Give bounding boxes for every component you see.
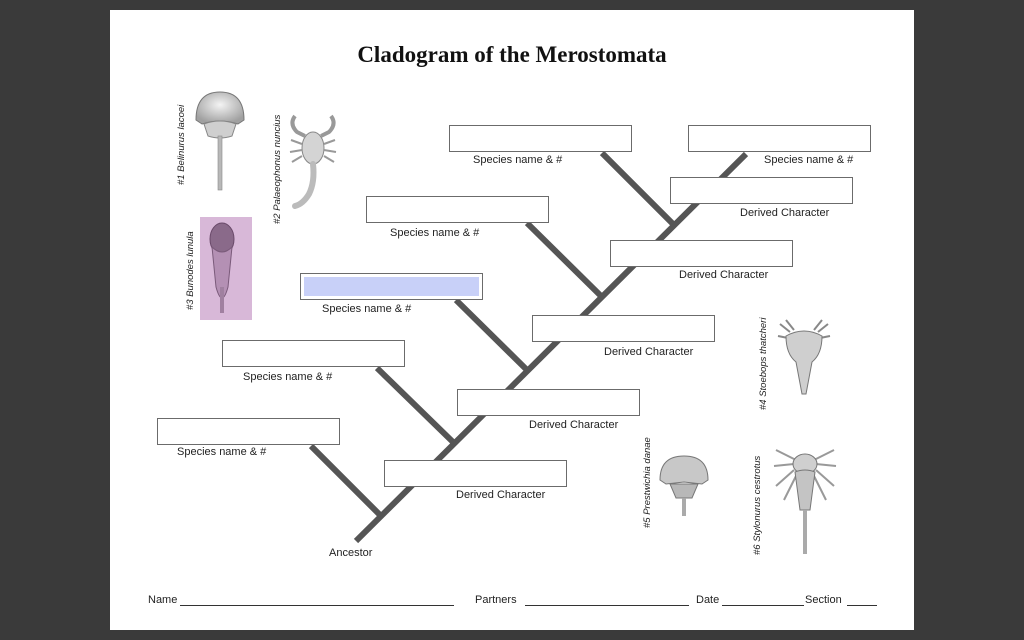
- branch-species-3: [453, 297, 530, 373]
- page-title: Cladogram of the Merostomata: [357, 42, 667, 67]
- ancestor-label: Ancestor: [329, 547, 373, 559]
- name-field[interactable]: [180, 605, 454, 606]
- species-label-2: Species name & #: [243, 371, 333, 383]
- species-input-box-6[interactable]: [688, 125, 871, 152]
- selection-highlight: [304, 277, 479, 296]
- derived-input-box-5[interactable]: [670, 177, 853, 204]
- derived-input-box-3[interactable]: [532, 315, 715, 342]
- species-label-6: Species name & #: [764, 154, 854, 166]
- bunodes-icon: [200, 217, 252, 320]
- species-input-box-3[interactable]: [300, 273, 483, 300]
- species-input-box-1[interactable]: [157, 418, 340, 445]
- derived-label-4: Derived Character: [679, 269, 769, 281]
- stylonurus-icon: [773, 449, 837, 554]
- footer-partners-label: Partners: [475, 594, 517, 606]
- derived-label-3: Derived Character: [604, 346, 694, 358]
- prestwichia-icon: [659, 455, 709, 516]
- date-field[interactable]: [722, 605, 804, 606]
- species-label-3: Species name & #: [322, 303, 412, 315]
- section-field[interactable]: [847, 605, 877, 606]
- species-label-1: Species name & #: [177, 446, 267, 458]
- organism-label-2: #2 Palaeophonus nuncius: [272, 114, 283, 224]
- branch-species-1: [308, 443, 384, 519]
- palaeophonus-icon: [289, 114, 337, 209]
- organism-label-4: #4 Stoebops thatcheri: [758, 317, 769, 410]
- derived-input-box-4[interactable]: [610, 240, 793, 267]
- branch-species-4: [524, 220, 604, 299]
- organism-label-5: #5 Prestwichia danae: [642, 437, 653, 528]
- footer-name-label: Name: [148, 594, 178, 606]
- species-label-5: Species name & #: [473, 154, 563, 166]
- organism-label-3: #3 Bunodes lunula: [185, 231, 196, 310]
- derived-input-box-1[interactable]: [384, 460, 567, 487]
- branch-species-5: [599, 150, 676, 227]
- footer-date-label: Date: [696, 594, 720, 606]
- species-input-box-5[interactable]: [449, 125, 632, 152]
- stoebops-icon: [777, 319, 831, 395]
- derived-label-1: Derived Character: [456, 489, 546, 501]
- partners-field[interactable]: [525, 605, 689, 606]
- branch-species-2: [374, 365, 457, 446]
- derived-input-box-2[interactable]: [457, 389, 640, 416]
- species-label-4: Species name & #: [390, 227, 480, 239]
- organism-label-1: #1 Belinurus lacoei: [176, 104, 187, 185]
- species-input-box-2[interactable]: [222, 340, 405, 367]
- species-input-box-4[interactable]: [366, 196, 549, 223]
- organism-label-6: #6 Stylonurus cestrotus: [752, 455, 763, 555]
- footer-section-label: Section: [805, 594, 842, 606]
- derived-label-5: Derived Character: [740, 207, 830, 219]
- derived-label-2: Derived Character: [529, 419, 619, 431]
- belinurus-icon: [195, 91, 245, 191]
